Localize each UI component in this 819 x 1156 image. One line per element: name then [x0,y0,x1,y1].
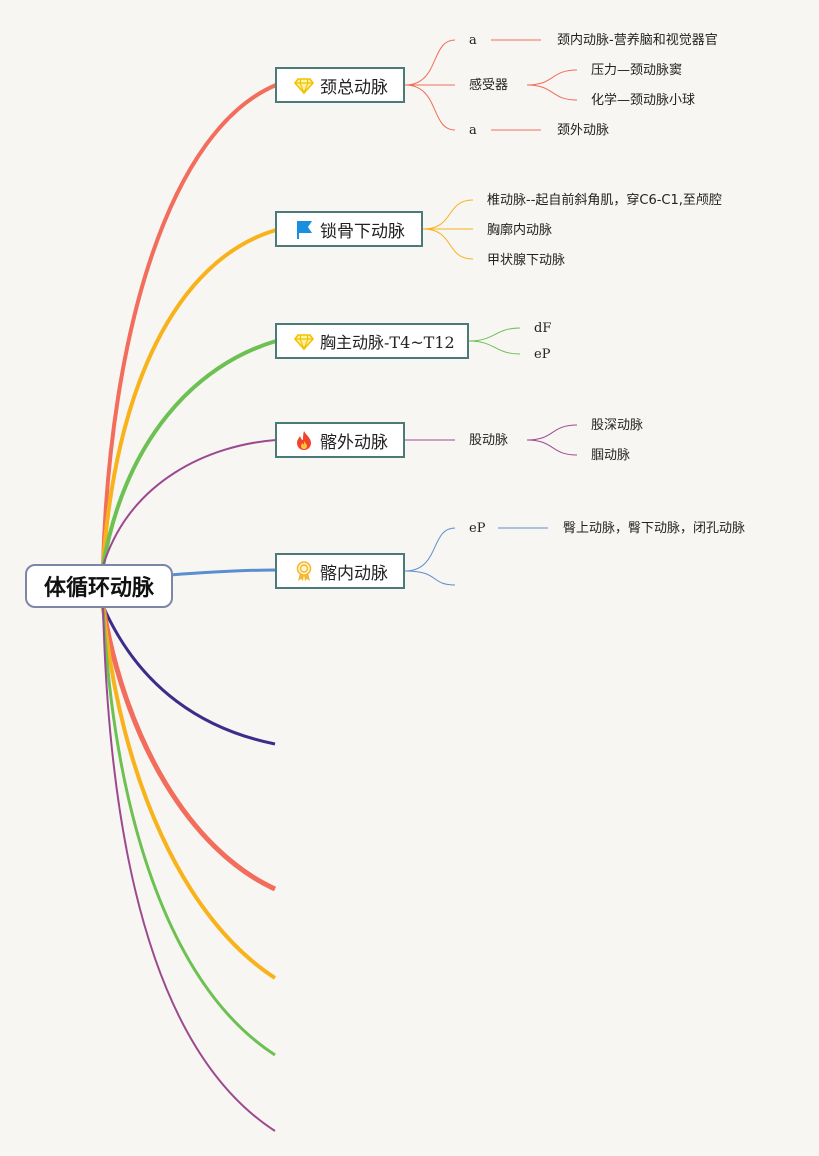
topic-qiawai[interactable]: 髂外动脉 [275,422,405,458]
topic-label: 髂外动脉 [320,432,388,453]
branch-line-qianei [169,568,277,577]
sub-item[interactable]: eP [534,347,551,362]
empty-branch-purple [102,605,276,1132]
sub-line [404,39,456,86]
sub-line [404,527,456,572]
topic-suogu[interactable]: 锁骨下动脉 [275,211,423,247]
topic-label: 颈总动脉 [320,77,388,98]
sub-item[interactable]: eP [469,521,486,536]
topic-qianei[interactable]: 髂内动脉 [275,553,405,589]
flag-icon [293,218,315,240]
topic-label: 髂内动脉 [320,563,388,584]
sub-line [468,340,521,355]
topic-xiongzhu[interactable]: 胸主动脉-T4~T12 [275,323,469,359]
topic-jingzong[interactable]: 颈总动脉 [275,67,405,103]
branch-line-xiongzhu [101,339,277,567]
diamond-icon [293,330,315,352]
detail-item[interactable]: 颈外动脉 [557,123,610,138]
sub-line [422,228,474,260]
detail-item[interactable]: 化学—颈动脉小球 [591,93,696,108]
sub-item[interactable]: 椎动脉--起自前斜角肌，穿C6-C1,至颅腔 [487,193,722,208]
sub-item[interactable]: 股动脉 [469,433,509,448]
detail-item[interactable]: 腘动脉 [591,448,631,463]
sub-item-a[interactable]: a [469,33,477,48]
detail-item[interactable]: 压力—颈动脉窦 [591,63,683,78]
sub-item-a[interactable]: a [469,123,477,138]
sub-line [526,439,578,456]
sub-line [422,199,474,230]
sub-item-receptor[interactable]: 感受器 [469,78,509,93]
empty-branch-green [101,605,276,1057]
empty-branch-navy [101,605,276,746]
sub-line [468,327,521,342]
diamond-icon [293,74,315,96]
detail-item[interactable]: 股深动脉 [591,418,644,433]
sub-line [526,69,578,86]
branch-line-jingzong [101,83,277,567]
sub-line [526,424,578,441]
root-topic[interactable]: 体循环动脉 [25,564,173,608]
detail-item[interactable]: 臀上动脉，臀下动脉，闭孔动脉 [563,521,746,536]
award-icon [293,560,315,582]
branch-line-suogu [101,228,277,567]
sub-line [526,84,578,101]
sub-item[interactable]: 胸廓内动脉 [487,223,553,238]
sub-item[interactable]: 甲状腺下动脉 [487,253,566,268]
sub-line [404,84,456,131]
sub-line [404,570,456,586]
empty-branch-red [100,605,277,892]
branch-line-qiawai [102,439,277,567]
fire-icon [293,429,315,451]
topic-label: 胸主动脉-T4~T12 [320,333,455,352]
topic-label: 锁骨下动脉 [320,221,405,242]
sub-item[interactable]: dF [534,321,552,336]
detail-item[interactable]: 颈内动脉-营养脑和视觉器官 [557,33,718,48]
empty-branch-orange [101,605,277,980]
